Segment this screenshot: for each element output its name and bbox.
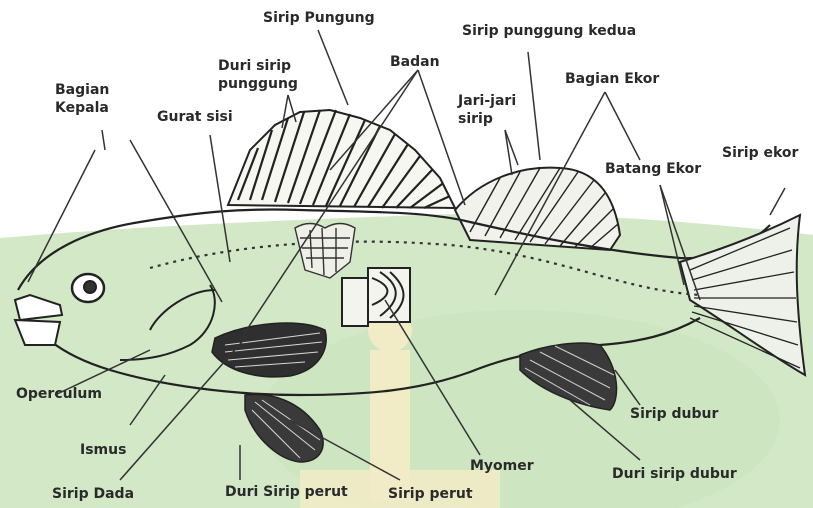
label-duri-sirip-punggung: Duri sirip punggung — [218, 57, 308, 93]
label-operculum: Operculum — [16, 385, 102, 403]
first-dorsal-fin — [228, 110, 455, 208]
second-dorsal-fin — [455, 168, 620, 250]
label-bagian-kepala: Bagian Kepala — [55, 81, 125, 117]
label-sirip-punggung-kedua: Sirip punggung kedua — [462, 22, 636, 40]
label-badan: Badan — [390, 53, 440, 71]
label-duri-sirip-perut: Duri Sirip perut — [225, 483, 348, 501]
label-sirip-dubur: Sirip dubur — [630, 405, 718, 423]
label-gurat-sisi: Gurat sisi — [157, 108, 233, 126]
label-batang-ekor: Batang Ekor — [605, 160, 701, 178]
label-sirip-perut: Sirip perut — [388, 485, 473, 503]
label-jari-jari-sirip: Jari-jari sirip — [458, 92, 528, 128]
label-ismus: Ismus — [80, 441, 126, 459]
label-myomer: Myomer — [470, 457, 534, 475]
label-duri-sirip-dubur: Duri sirip dubur — [612, 465, 737, 483]
label-sirip-pungung: Sirip Pungung — [263, 9, 375, 27]
label-bagian-ekor: Bagian Ekor — [565, 70, 659, 88]
label-sirip-ekor: Sirip ekor — [722, 144, 798, 162]
label-sirip-dada: Sirip Dada — [52, 485, 134, 503]
